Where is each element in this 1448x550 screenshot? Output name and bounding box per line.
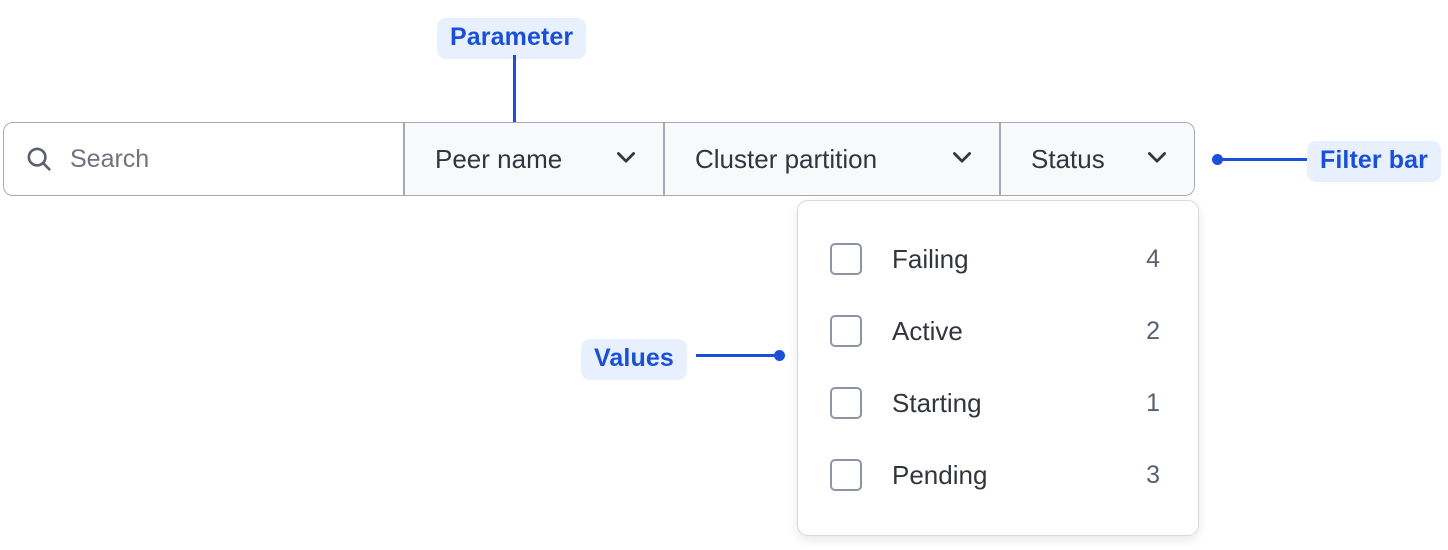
chevron-down-icon [1143, 143, 1171, 176]
list-item-label: Failing [892, 243, 969, 274]
annotation-dot-values [774, 350, 785, 361]
list-item-label: Starting [892, 387, 982, 418]
list-item-count: 4 [1146, 244, 1160, 273]
search-field[interactable] [4, 123, 403, 195]
filter-bar: Peer name Cluster partition Status [3, 122, 1195, 196]
list-item-count: 1 [1146, 388, 1160, 417]
list-item[interactable]: Starting 1 [798, 367, 1198, 439]
search-input[interactable] [70, 144, 370, 174]
annotation-connector-parameter [513, 55, 516, 144]
filter-dropdown-label-cluster-partition: Cluster partition [695, 143, 878, 174]
checkbox-icon[interactable] [830, 243, 862, 275]
annotation-connector-filter-bar [1219, 158, 1310, 161]
annotation-badge-values: Values [581, 339, 687, 380]
list-item-label: Pending [892, 459, 988, 490]
filter-dropdown-peer-name[interactable]: Peer name [403, 123, 663, 195]
list-item[interactable]: Active 2 [798, 295, 1198, 367]
filter-dropdown-label-status: Status [1031, 143, 1105, 174]
filter-dropdown-cluster-partition[interactable]: Cluster partition [663, 123, 999, 195]
annotation-connector-values [696, 354, 780, 357]
list-item-label: Active [892, 315, 963, 346]
list-item[interactable]: Pending 3 [798, 439, 1198, 511]
list-item-count: 2 [1146, 316, 1160, 345]
checkbox-icon[interactable] [830, 387, 862, 419]
annotation-badge-filter-bar: Filter bar [1307, 141, 1441, 182]
search-icon [24, 144, 54, 174]
annotation-badge-parameter: Parameter [437, 18, 587, 59]
filter-dropdown-status[interactable]: Status [999, 123, 1194, 195]
list-item[interactable]: Failing 4 [798, 223, 1198, 295]
chevron-down-icon [948, 143, 976, 176]
chevron-down-icon [612, 143, 640, 176]
list-item-count: 3 [1146, 460, 1160, 489]
checkbox-icon[interactable] [830, 459, 862, 491]
checkbox-icon[interactable] [830, 315, 862, 347]
status-values-dropdown-panel: Failing 4 Active 2 Starting 1 Pending 3 [797, 200, 1199, 536]
annotation-dot-filter-bar [1212, 154, 1223, 165]
filter-dropdown-label-peer-name: Peer name [435, 143, 563, 174]
